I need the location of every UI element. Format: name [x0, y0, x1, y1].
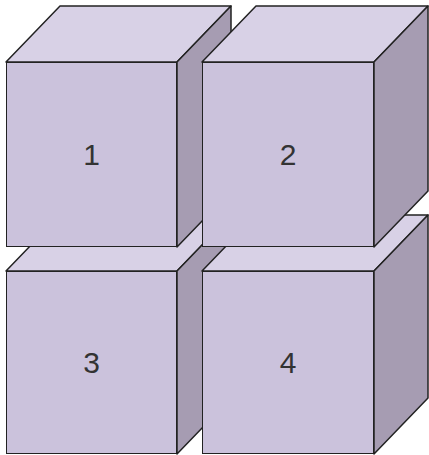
cube-number: 1 — [83, 138, 100, 172]
cube-number: 3 — [83, 346, 100, 380]
cube-number: 4 — [280, 346, 297, 380]
cube-side-face — [374, 6, 428, 247]
cube-front-face: 4 — [202, 271, 374, 454]
cube-front-face: 3 — [6, 271, 177, 454]
cube-number: 2 — [280, 138, 297, 172]
cube-side-face — [374, 215, 428, 454]
cube-front-face: 1 — [6, 62, 177, 247]
cube-front-face: 2 — [202, 62, 374, 247]
